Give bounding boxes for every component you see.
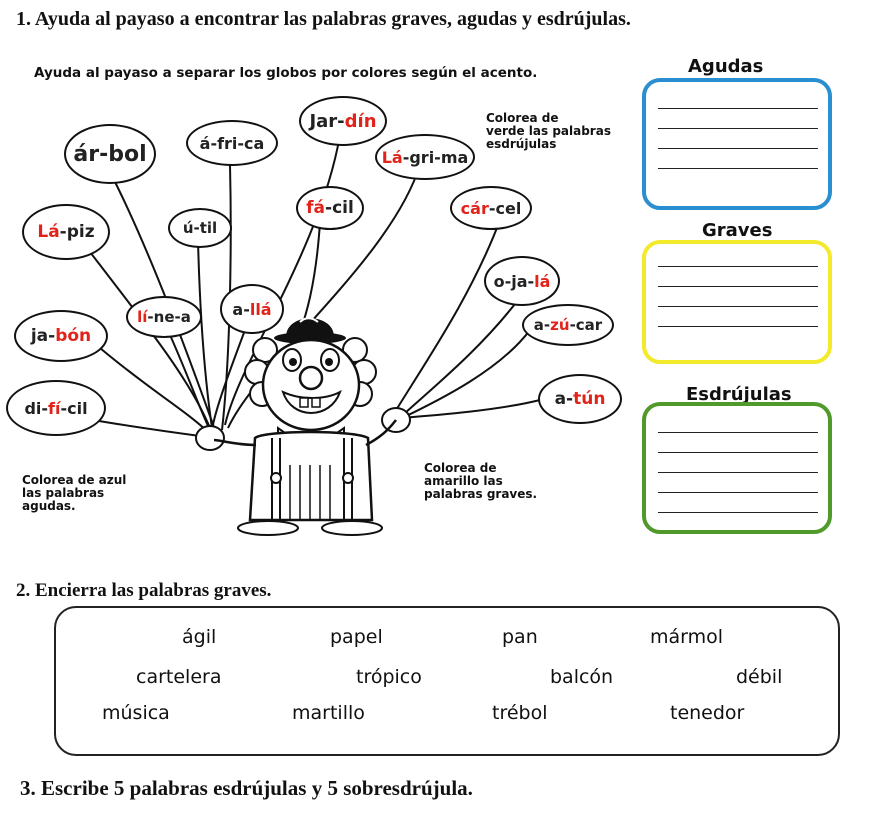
word-trebol[interactable]: trébol [492, 702, 548, 724]
agudas-box[interactable] [642, 78, 832, 210]
question-2: 2. Encierra las palabras graves. [16, 580, 272, 601]
left-hand-icon [195, 425, 225, 451]
word-martillo[interactable]: martillo [292, 702, 365, 724]
balloon-lagrima[interactable]: Lá-gri-ma [375, 134, 475, 180]
esdrujulas-title: Esdrújulas [686, 384, 792, 405]
balloon-azucar[interactable]: a-zú-car [522, 304, 614, 346]
word-agil[interactable]: ágil [182, 626, 217, 648]
balloon-ojala[interactable]: o-ja-lá [484, 256, 560, 306]
activity-subtitle: Ayuda al payaso a separar los globos por… [34, 65, 538, 81]
word-debil[interactable]: débil [736, 666, 783, 688]
balloon-dificil[interactable]: di-fí-cil [6, 380, 106, 436]
word-box: ágil papel pan mármol cartelera trópico … [54, 606, 840, 756]
word-balcon[interactable]: balcón [550, 666, 614, 688]
note-blue: Colorea de azul las palabras agudas. [22, 473, 127, 513]
question-1: 1. Ayuda al payaso a encontrar las palab… [16, 8, 631, 30]
clown-body [248, 430, 374, 522]
balloon-lapiz[interactable]: Lá-piz [22, 204, 110, 260]
balloon-jabon[interactable]: ja-bón [14, 310, 108, 362]
word-marmol[interactable]: mármol [650, 626, 724, 648]
balloon-africa[interactable]: á-fri-ca [186, 120, 278, 166]
word-musica[interactable]: música [102, 702, 170, 724]
word-tenedor[interactable]: tenedor [670, 702, 745, 724]
question-3: 3. Escribe 5 palabras esdrújulas y 5 sob… [20, 776, 473, 800]
balloon-util[interactable]: ú-til [168, 208, 232, 248]
graves-title: Graves [702, 220, 773, 241]
balloon-facil[interactable]: fá-cil [296, 186, 364, 230]
note-yellow: Colorea de amarillo las palabras graves. [424, 461, 538, 501]
balloon-atun[interactable]: a-tún [538, 374, 622, 424]
word-pan[interactable]: pan [502, 626, 538, 648]
stripes [289, 465, 331, 520]
word-cartelera[interactable]: cartelera [136, 666, 222, 688]
word-papel[interactable]: papel [330, 626, 383, 648]
hat-icon [274, 317, 346, 344]
graves-box[interactable] [642, 240, 832, 364]
balloon-jardin[interactable]: Jar-dín [299, 96, 387, 146]
left-shoe-icon [237, 520, 299, 536]
note-green: Colorea de verde las palabras esdrújulas [486, 111, 611, 151]
word-tropico[interactable]: trópico [356, 666, 422, 688]
nose-icon [298, 365, 324, 391]
balloon-alla[interactable]: a-llá [220, 284, 284, 334]
balloon-arbol[interactable]: ár-bol [64, 124, 156, 184]
balloon-carcel[interactable]: cár-cel [450, 186, 532, 230]
agudas-title: Agudas [688, 56, 764, 77]
right-shoe-icon [321, 520, 383, 536]
balloon-linea[interactable]: lí-ne-a [126, 296, 202, 338]
esdrujulas-box[interactable] [642, 402, 832, 534]
